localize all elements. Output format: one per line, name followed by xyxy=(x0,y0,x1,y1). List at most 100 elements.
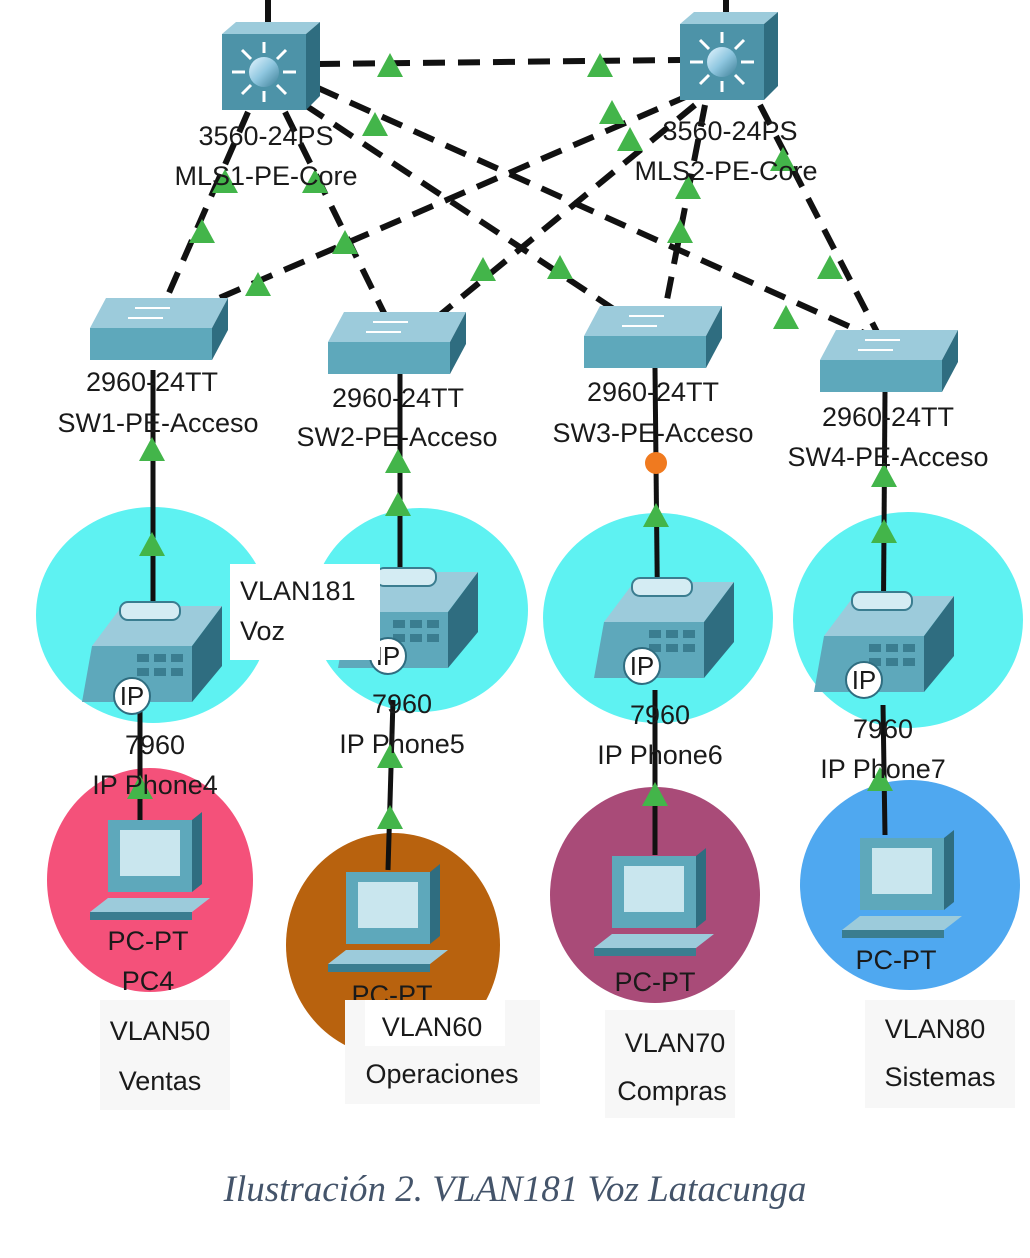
voice-note-line2: Voz xyxy=(240,616,285,646)
phone6-name-label: IP Phone6 xyxy=(597,740,723,770)
vlan80-note: VLAN80 Sistemas xyxy=(865,1000,1015,1108)
link-up-marker xyxy=(770,147,796,171)
ip-phone5-device[interactable]: IP xyxy=(338,567,478,675)
link-up-marker xyxy=(643,503,669,527)
link-up-marker xyxy=(547,255,573,279)
device-labels: 3560-24PS MLS1-PE-Core 3560-24PS MLS2-PE… xyxy=(57,116,988,1010)
link-mls2-sw1 xyxy=(208,92,692,305)
multilayer-switch-icon xyxy=(222,22,320,110)
link-up-marker xyxy=(332,230,358,254)
ip-badge-text: IP xyxy=(630,651,655,681)
sw4-model-label: 2960-24TT xyxy=(822,402,954,432)
link-up-marker xyxy=(127,775,153,799)
vlan60-note-line2: Operaciones xyxy=(365,1059,518,1089)
link-up-marker xyxy=(599,100,625,124)
link-mls1-sw4 xyxy=(316,85,877,341)
link-up-marker xyxy=(667,219,693,243)
mls2-name-label: MLS2-PE-Core xyxy=(634,156,817,186)
link-phone7-pc7 xyxy=(880,704,888,836)
ip-badge xyxy=(623,647,661,685)
link-up-marker xyxy=(385,492,411,516)
link-mls2-sw4 xyxy=(757,103,883,340)
link-up-marker xyxy=(189,219,215,243)
phone6-model-label: 7960 xyxy=(630,700,690,730)
sw2-device[interactable] xyxy=(328,312,466,374)
ip-phone4-device[interactable]: IP xyxy=(82,601,222,715)
vlan80-note-line2: Sistemas xyxy=(884,1062,995,1092)
vlan50-note: VLAN50 Ventas xyxy=(100,1000,230,1110)
vlan60-note-line1: VLAN60 xyxy=(382,1012,483,1042)
link-mls1-sw2 xyxy=(282,110,388,317)
pc-icon xyxy=(842,830,962,938)
multilayer-switch-icon xyxy=(680,12,778,100)
sw1-name-label: SW1-PE-Acceso xyxy=(57,408,258,438)
vlan80-note-line1: VLAN80 xyxy=(885,1014,986,1044)
pc7-device[interactable] xyxy=(842,830,962,938)
sw4-device[interactable] xyxy=(820,330,958,392)
pc4-device[interactable] xyxy=(90,812,210,920)
ip-phone-icon xyxy=(814,591,954,692)
link-up-marker xyxy=(302,169,328,193)
switch-icon xyxy=(820,330,958,392)
pc6-device[interactable] xyxy=(594,848,714,956)
switch-icon xyxy=(90,298,228,360)
link-up-marker xyxy=(139,437,165,461)
link-up-marker xyxy=(817,255,843,279)
link-up-marker xyxy=(871,519,897,543)
phone4-model-label: 7960 xyxy=(125,730,185,760)
link-up-marker xyxy=(385,449,411,473)
vlan70-note-line1: VLAN70 xyxy=(625,1028,726,1058)
link-up-marker xyxy=(362,112,388,136)
link-up-marker xyxy=(867,767,893,791)
phone7-model-label: 7960 xyxy=(853,714,913,744)
phone7-name-label: IP Phone7 xyxy=(820,754,946,784)
vlan70-note-line2: Compras xyxy=(617,1076,727,1106)
mls2-device[interactable] xyxy=(680,12,778,100)
phone5-name-label: IP Phone5 xyxy=(339,729,465,759)
sw3-device[interactable] xyxy=(584,306,722,368)
ip-badge-text: IP xyxy=(852,665,877,695)
link-mls1-sw3 xyxy=(303,102,617,313)
link-up-marker xyxy=(377,53,403,77)
ip-badge-text: IP xyxy=(120,681,145,711)
voice-note-line1: VLAN181 xyxy=(240,576,356,606)
mls2-model-label: 3560-24PS xyxy=(662,116,797,146)
pc4-name-label: PC4 xyxy=(122,966,175,996)
mls1-device[interactable] xyxy=(222,22,320,110)
vlan70-note: VLAN70 Compras xyxy=(605,1010,735,1118)
voice-vlan-note: VLAN181 Voz xyxy=(230,564,380,660)
pc7-model-label: PC-PT xyxy=(856,945,937,975)
sw2-name-label: SW2-PE-Acceso xyxy=(296,422,497,452)
link-up-marker xyxy=(617,127,643,151)
vlan50-note-line1: VLAN50 xyxy=(110,1016,211,1046)
vlan50-note-line2: Ventas xyxy=(119,1066,202,1096)
link-up-marker xyxy=(139,532,165,556)
phone5-model-label: 7960 xyxy=(372,689,432,719)
link-up-marker xyxy=(470,257,496,281)
pc6-model-label: PC-PT xyxy=(615,967,696,997)
sw2-model-label: 2960-24TT xyxy=(332,383,464,413)
pc-icon xyxy=(594,848,714,956)
link-up-marker xyxy=(377,744,403,768)
ip-badge xyxy=(113,677,151,715)
link-status-pending-dot xyxy=(645,452,667,474)
sw1-model-label: 2960-24TT xyxy=(86,367,218,397)
link-phone5-pc5 xyxy=(385,699,396,871)
sw3-model-label: 2960-24TT xyxy=(587,377,719,407)
ip-phone7-device[interactable]: IP xyxy=(814,591,954,699)
switch-icon xyxy=(584,306,722,368)
ip-badge xyxy=(845,661,883,699)
mls1-model-label: 3560-24PS xyxy=(198,121,333,151)
pc5-device[interactable] xyxy=(328,864,448,972)
pc-icon xyxy=(90,812,210,920)
link-up-marker xyxy=(773,305,799,329)
sw1-device[interactable] xyxy=(90,298,228,360)
switch-icon xyxy=(328,312,466,374)
ip-phone6-device[interactable]: IP xyxy=(594,577,734,685)
link-up-marker xyxy=(245,272,271,296)
link-up-marker xyxy=(587,53,613,77)
vlan60-note: VLAN60 Operaciones xyxy=(345,1000,540,1104)
mls1-name-label: MLS1-PE-Core xyxy=(174,161,357,191)
link-up-marker xyxy=(212,169,238,193)
